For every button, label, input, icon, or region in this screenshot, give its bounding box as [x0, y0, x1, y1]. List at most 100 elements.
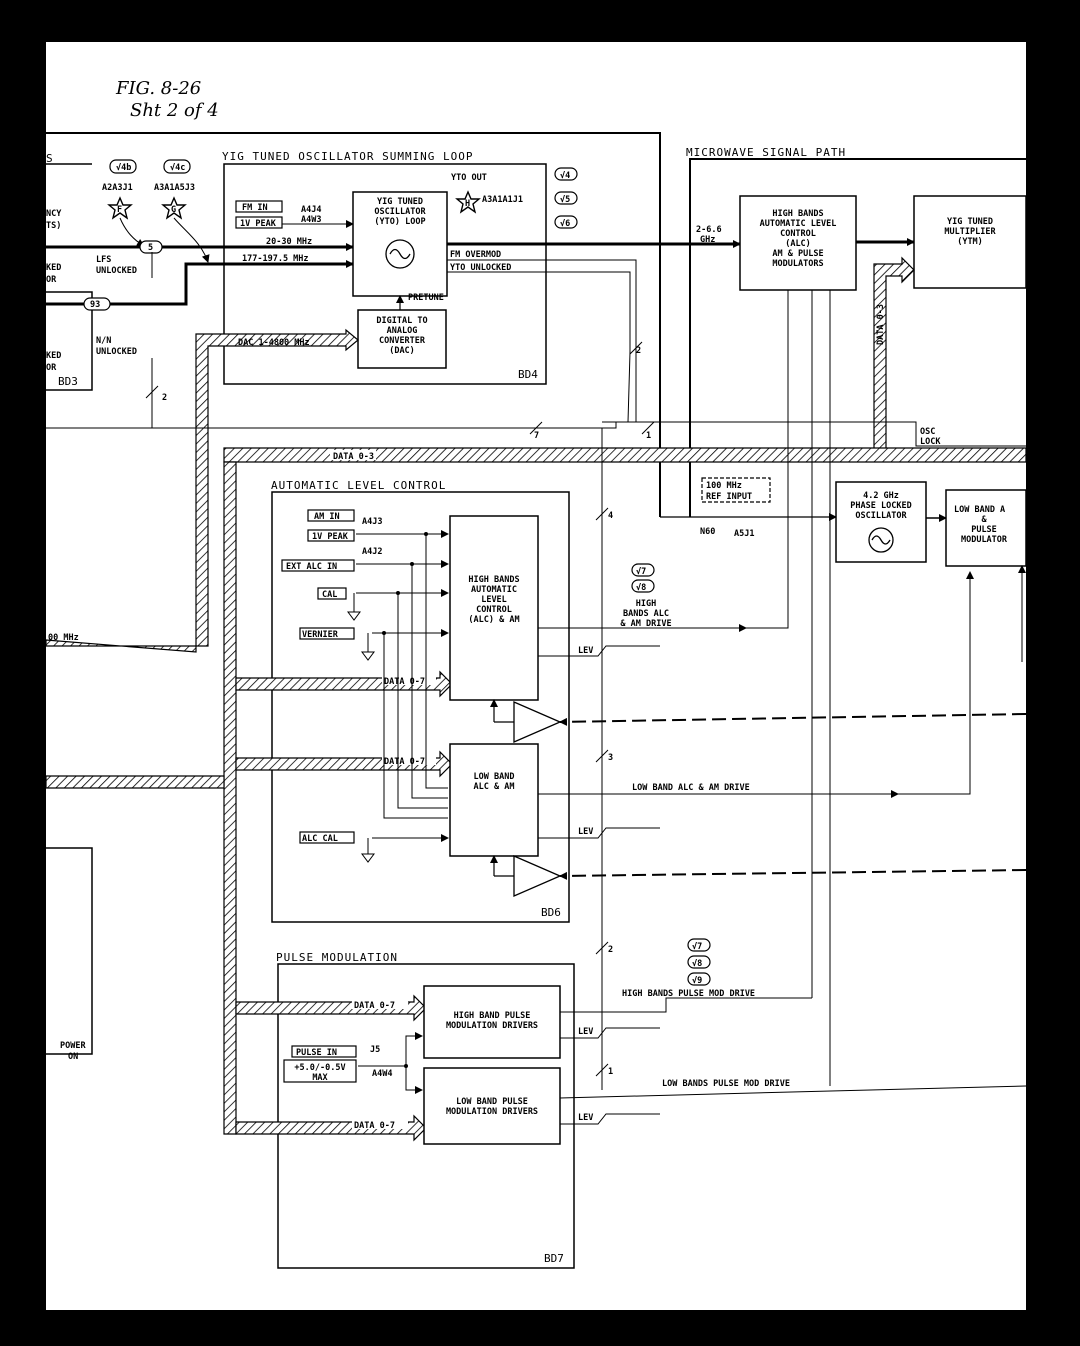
- signal-20-30-label: 20-30 MHz: [266, 237, 312, 247]
- bus-width-label: 2: [608, 945, 613, 955]
- ext-alc-label[interactable]: EXT ALC IN: [286, 562, 337, 572]
- microwave-section-frame: [689, 158, 1026, 517]
- block-text: HIGH BANDS: [468, 575, 519, 585]
- ytm-data-bus: [873, 256, 915, 461]
- fm-peak-label: 1V PEAK: [240, 219, 277, 229]
- checkpoint-label: √8: [692, 959, 702, 969]
- block-text: OSCILLATOR: [855, 511, 907, 521]
- sheet-reference: Sht 2 of 4: [130, 100, 219, 121]
- band-label: 2-6.6: [696, 225, 722, 235]
- lb-mod-block: [945, 489, 1026, 567]
- data07-label: DATA 0-7: [354, 1001, 395, 1011]
- connector-label: A4J3: [362, 517, 382, 527]
- hb-pulse-drive-label: HIGH BANDS PULSE MOD DRIVE: [622, 989, 755, 999]
- block-text: AUTOMATIC LEVEL: [760, 219, 837, 229]
- lev-label: LEV: [578, 1027, 593, 1037]
- hb-pulse-block: [423, 985, 561, 1059]
- bus-width-label: 1: [646, 431, 651, 441]
- nn-label: N/N: [96, 336, 111, 346]
- block-text: MODULATION DRIVERS: [446, 1021, 538, 1031]
- block-text: CONTROL: [780, 229, 816, 239]
- dac-text: DIGITAL TO: [376, 316, 427, 326]
- yto-loop-title: YIG TUNED OSCILLATOR SUMMING LOOP: [222, 150, 474, 163]
- bus-width-label: 3: [608, 753, 613, 763]
- bus-width-label: 7: [534, 431, 539, 441]
- block-text: 4.2 GHz: [863, 491, 899, 501]
- checkpoint-label: √8: [636, 583, 646, 593]
- connector-label: A4J2: [362, 547, 382, 557]
- left-cut-label: 00 MHz: [48, 633, 79, 643]
- schematic-sheet: FIG. 8-26 Sht 2 of 4 S YIG TUNED OSCILLA…: [46, 42, 1026, 1310]
- lb-alc-block: [449, 743, 539, 857]
- ref-input-label: 100 MHz: [706, 481, 742, 491]
- yto-out-label: YTO OUT: [451, 173, 487, 183]
- block-text: AM & PULSE: [772, 249, 823, 259]
- ref-input-label: REF INPUT: [706, 492, 752, 502]
- checkpoint-label: √6: [560, 219, 570, 229]
- block-text: YIG TUNED: [947, 217, 993, 227]
- osc-lock-label: OSC: [920, 427, 935, 437]
- left-cut-label: TS): [46, 221, 61, 231]
- bd7-board-outline: [277, 963, 575, 1269]
- block-text: LOW BAND A: [954, 505, 1005, 515]
- test-point-label: G: [171, 205, 176, 215]
- bd4-label: BD4: [518, 368, 538, 381]
- block-text: HIGH BAND PULSE: [454, 1011, 531, 1021]
- connector-label: A5J1: [734, 529, 754, 539]
- connector-label: A4J4: [301, 205, 321, 215]
- checkpoint-label: √5: [560, 195, 570, 205]
- hb-alc-mod-block: [739, 195, 857, 291]
- nn-label: UNLOCKED: [96, 347, 137, 357]
- data-trunk-bus: [223, 461, 237, 1135]
- left-section-title: S: [46, 152, 54, 165]
- yto-section-frame: [46, 132, 661, 517]
- data03-main-bus: [223, 447, 1026, 463]
- checkpoint-label: √4b: [116, 163, 131, 173]
- lb-pulse-drive-label: LOW BANDS PULSE MOD DRIVE: [662, 1079, 790, 1089]
- power-label: ON: [68, 1052, 78, 1062]
- detector-amplifier-icon: [513, 855, 562, 897]
- test-point-g-icon: [161, 196, 187, 220]
- ground-icon: [347, 611, 361, 621]
- hb-alc-drive-label: BANDS ALC: [623, 609, 669, 619]
- n60-label: N60: [700, 527, 715, 537]
- alc-cal-label[interactable]: ALC CAL: [302, 834, 338, 844]
- test-point-f-icon: [107, 196, 133, 220]
- figure-reference: FIG. 8-26: [115, 78, 201, 99]
- am-in-label[interactable]: AM IN: [314, 512, 340, 522]
- bus-width-label: 2: [636, 346, 641, 356]
- bus-width-label: 4: [608, 511, 613, 521]
- connector-label: A3A1A5J3: [154, 183, 195, 193]
- block-text: MODULATOR: [961, 535, 1008, 545]
- left-cut-label: OR: [46, 275, 57, 285]
- block-text: (ALC): [785, 239, 811, 249]
- fm-in-label[interactable]: FM IN: [242, 203, 268, 213]
- pulse-title: PULSE MODULATION: [276, 951, 398, 964]
- bd7-label: BD7: [544, 1252, 564, 1265]
- hb-alc-block: [449, 515, 539, 701]
- cal-label[interactable]: CAL: [322, 590, 337, 600]
- vernier-label[interactable]: VERNIER: [302, 630, 339, 640]
- pulse-in-label[interactable]: PULSE IN: [296, 1048, 337, 1058]
- left-cut-label: NCY: [46, 209, 62, 219]
- test-point-label: F: [117, 205, 122, 215]
- lfs-label: UNLOCKED: [96, 266, 137, 276]
- block-text: PHASE LOCKED: [850, 501, 911, 511]
- block-text: PULSE: [971, 525, 997, 535]
- data07-label: DATA 0-7: [354, 1121, 395, 1131]
- connector-label: A3A1A1J1: [482, 195, 523, 205]
- bd6-label: BD6: [541, 906, 561, 919]
- data07-label: DATA 0-7: [384, 757, 425, 767]
- connector-label: A2A3J1: [102, 183, 133, 193]
- ref-input-box: [701, 477, 771, 503]
- block-text: &: [981, 515, 987, 525]
- yto-text: OSCILLATOR: [374, 207, 426, 217]
- dac-data-bus: [46, 328, 359, 653]
- bd3-label: BD3: [58, 375, 78, 388]
- lfs-label: LFS: [96, 255, 111, 265]
- cable-label: 5: [148, 243, 153, 253]
- block-text: (YTM): [957, 237, 983, 247]
- left-cut-label: KED: [46, 351, 61, 361]
- test-point-label: H: [465, 199, 470, 209]
- connector-label: A4W4: [372, 1069, 392, 1079]
